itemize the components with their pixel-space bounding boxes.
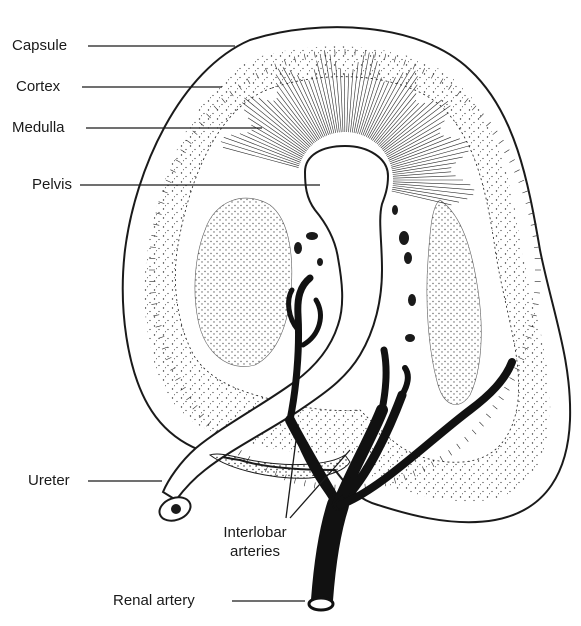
pelvis-label: Pelvis — [32, 177, 72, 192]
interlobar-label-line2: arteries — [205, 542, 305, 561]
ureter-label: Ureter — [28, 473, 70, 488]
left-pyramid — [195, 198, 292, 366]
cortex-tick — [314, 482, 315, 488]
cortex-tick — [304, 480, 305, 486]
capsule-label: Capsule — [12, 38, 67, 53]
medulla-label: Medulla — [12, 120, 65, 135]
renal-artery-label: Renal artery — [113, 593, 195, 608]
ureter-lumen — [171, 504, 181, 514]
renal-artery-cut-end — [309, 598, 333, 610]
interlobar-arteries-label: Interlobar arteries — [205, 523, 305, 561]
cortex-label: Cortex — [16, 79, 60, 94]
interlobar-label-line1: Interlobar — [205, 523, 305, 542]
